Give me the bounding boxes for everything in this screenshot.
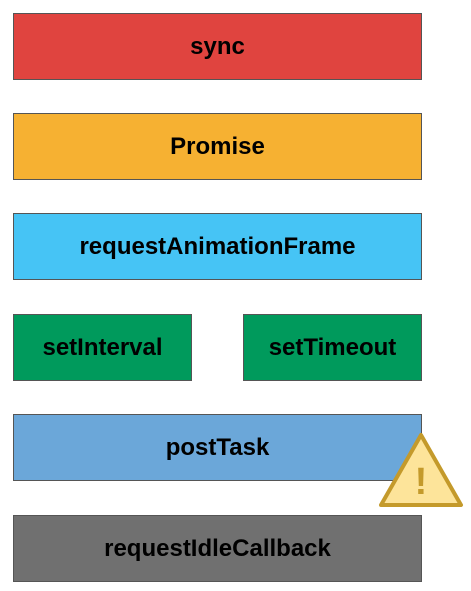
request-idle-callback-box: requestIdleCallback bbox=[13, 515, 422, 582]
warning-icon: ! bbox=[379, 433, 463, 507]
post-task-label: postTask bbox=[165, 433, 270, 461]
request-animation-frame-box: requestAnimationFrame bbox=[13, 213, 422, 280]
sync-label: sync bbox=[190, 32, 245, 60]
warning-glyph: ! bbox=[415, 461, 428, 503]
request-idle-callback-label: requestIdleCallback bbox=[104, 534, 331, 562]
set-timeout-box: setTimeout bbox=[243, 314, 422, 381]
promise-label: Promise bbox=[170, 132, 265, 160]
post-task-box: postTask bbox=[13, 414, 422, 481]
promise-box: Promise bbox=[13, 113, 422, 180]
set-interval-box: setInterval bbox=[13, 314, 192, 381]
warning-triangle bbox=[379, 433, 463, 507]
set-interval-label: setInterval bbox=[42, 333, 163, 361]
set-timeout-label: setTimeout bbox=[268, 333, 397, 361]
sync-box: sync bbox=[13, 13, 422, 80]
request-animation-frame-label: requestAnimationFrame bbox=[79, 232, 356, 260]
